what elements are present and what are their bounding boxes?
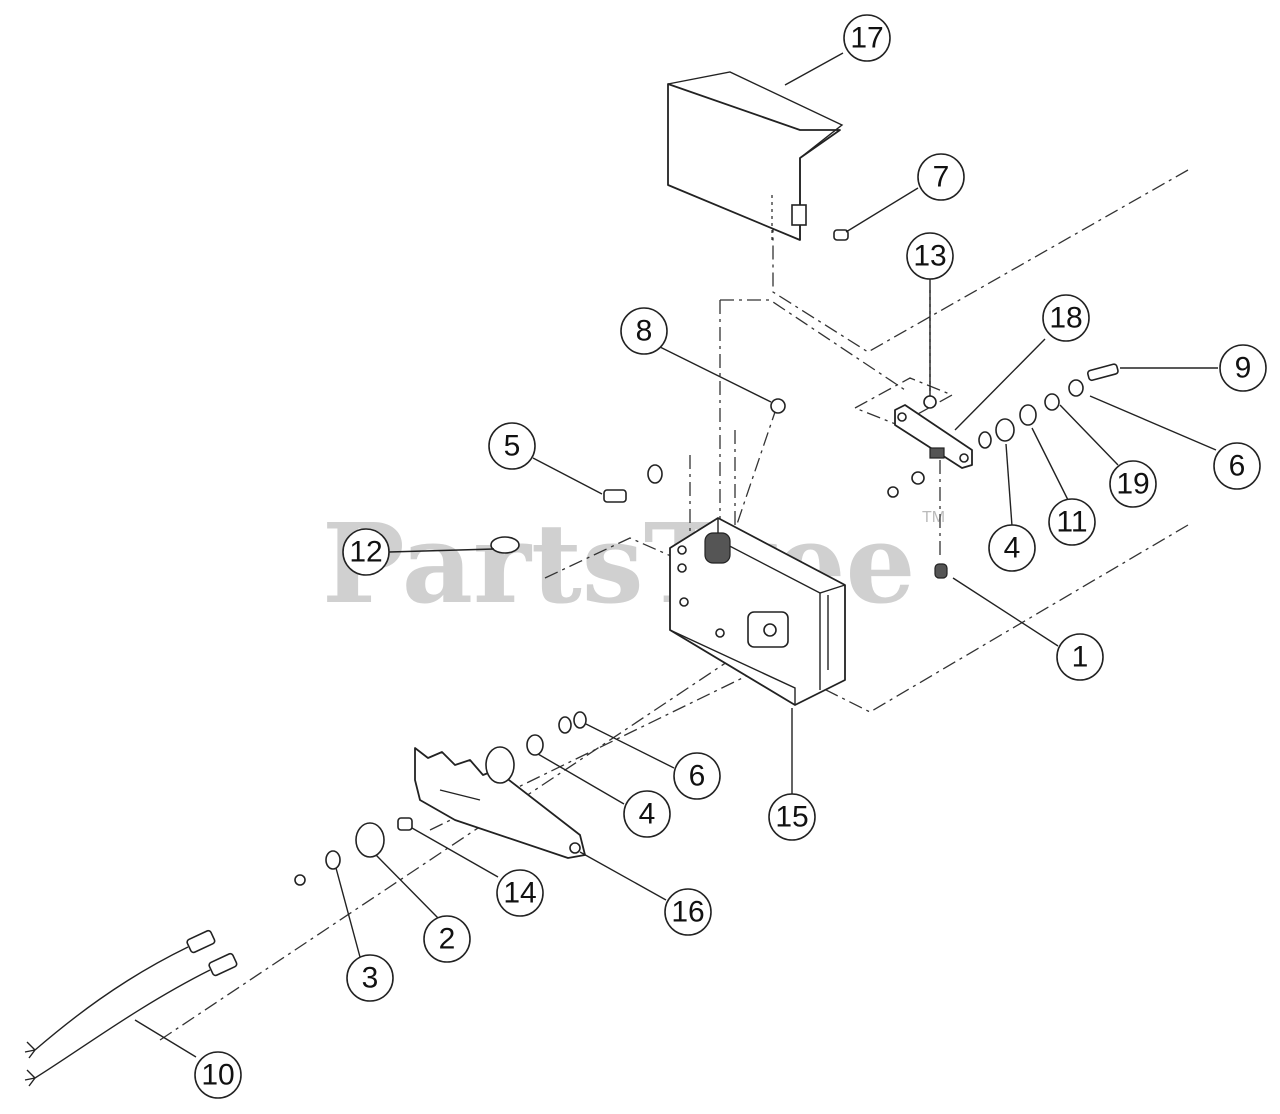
svg-text:10: 10 [201,1059,234,1092]
callout-4-lower: 4 [623,790,671,838]
svg-text:14: 14 [503,877,536,910]
svg-text:2: 2 [439,923,456,956]
watermark: PartsTree TM [322,499,945,628]
callout-3: 3 [346,954,394,1002]
part-cover [667,71,844,241]
part-notched-plate [414,747,586,859]
callout-6-lower: 6 [673,752,721,800]
svg-text:16: 16 [671,896,704,929]
svg-text:5: 5 [504,430,521,463]
callout-7: 7 [917,153,965,201]
callout-14: 14 [496,869,544,917]
callout-9: 9 [1219,344,1267,392]
svg-text:19: 19 [1116,468,1149,501]
watermark-trademark: TM [922,509,945,526]
callout-11: 11 [1048,498,1096,546]
svg-text:13: 13 [913,240,946,273]
part-cables [24,929,238,1087]
svg-text:17: 17 [850,22,883,55]
svg-text:12: 12 [349,536,382,569]
svg-text:6: 6 [1229,450,1246,483]
callout-17: 17 [843,14,891,62]
svg-text:18: 18 [1049,302,1082,335]
callout-4-upper: 4 [988,524,1036,572]
callout-12: 12 [342,528,390,576]
callout-1: 1 [1056,633,1104,681]
svg-text:7: 7 [933,161,950,194]
callout-8: 8 [620,307,668,355]
svg-text:15: 15 [775,801,808,834]
callout-2: 2 [423,915,471,963]
leader-lines [134,52,1218,1058]
callout-16: 16 [664,888,712,936]
callout-13: 13 [906,232,954,280]
callout-19: 19 [1109,460,1157,508]
callouts: 17 7 13 18 8 9 5 6 19 4 11 12 1 6 4 [194,14,1267,1099]
svg-text:9: 9 [1235,352,1252,385]
svg-text:4: 4 [1004,532,1021,565]
svg-text:3: 3 [362,962,379,995]
svg-text:1: 1 [1072,641,1089,674]
callout-10: 10 [194,1051,242,1099]
svg-text:6: 6 [689,760,706,793]
part-bracket [669,517,846,706]
svg-text:11: 11 [1056,506,1087,539]
hardware [294,229,1119,886]
callout-15: 15 [768,793,816,841]
callout-5: 5 [488,422,536,470]
svg-text:4: 4 [639,798,656,831]
svg-text:8: 8 [636,315,653,348]
part-link [894,404,973,469]
callout-6-upper: 6 [1213,442,1261,490]
assembly-lines [159,169,1189,1041]
callout-18: 18 [1042,294,1090,342]
